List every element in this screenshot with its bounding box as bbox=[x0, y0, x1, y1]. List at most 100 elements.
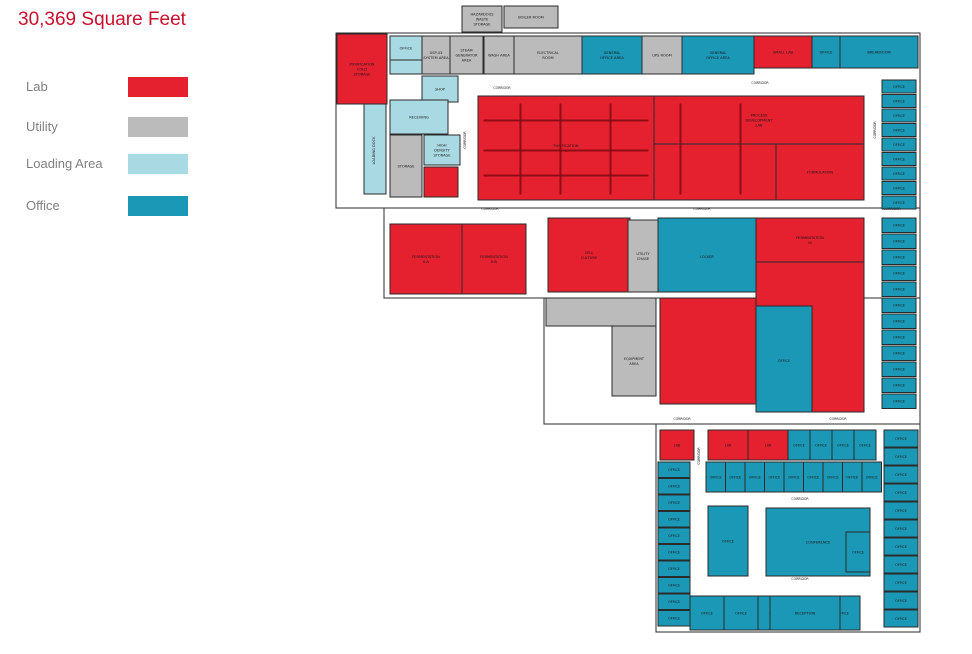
corridor-label-m1: CORRIDOR bbox=[481, 207, 499, 211]
lab-cell-label-s3: LAB bbox=[765, 443, 772, 447]
office-cell-label-sw0: OFFICE bbox=[668, 468, 680, 472]
office-cell-m11 bbox=[881, 393, 917, 409]
room-r26 bbox=[547, 217, 631, 293]
office-cell-label-sw1: OFFICE bbox=[668, 485, 680, 489]
office-cell-sw2 bbox=[657, 494, 691, 511]
office-cell-m6 bbox=[881, 313, 917, 329]
office-suite-mid bbox=[755, 305, 813, 413]
legend-item-office: Office bbox=[26, 196, 196, 216]
office-cell-sw7 bbox=[657, 577, 691, 594]
office-cell-se5 bbox=[883, 519, 919, 538]
room-label-r13: OFFICE bbox=[820, 51, 834, 55]
office-cell-label-sw2: OFFICE bbox=[668, 501, 680, 505]
lab-cell-s1 bbox=[659, 429, 695, 461]
office-cell-label-n8: OFFICE bbox=[893, 201, 905, 205]
room-r13 bbox=[811, 35, 841, 69]
corridor-label-s1: CORRIDOR bbox=[673, 417, 691, 421]
office-suite-mid-label: OFFICE bbox=[778, 359, 790, 363]
legend-item-utility: Utility bbox=[26, 117, 196, 137]
office-cell-n1 bbox=[881, 94, 917, 108]
office-cell-label-st2: OFFICE bbox=[837, 443, 849, 447]
lab-bench-line-3 bbox=[679, 103, 682, 195]
room-label-r12: SMALL LAB bbox=[773, 51, 794, 55]
office-cell-label-m6: OFFICE bbox=[893, 320, 905, 324]
legend-item-lab: Lab bbox=[26, 77, 196, 97]
office-cell-m1 bbox=[881, 233, 917, 249]
office-cell-label-m2: OFFICE bbox=[893, 256, 905, 260]
office-cell-sw3 bbox=[657, 511, 691, 528]
office-cell-m7 bbox=[881, 329, 917, 345]
room-r19 bbox=[775, 143, 865, 201]
room-label-r16: RECEIVING bbox=[409, 116, 429, 120]
room-r12 bbox=[753, 35, 813, 69]
office-cell-label-sr0: OFFICE bbox=[710, 475, 722, 479]
room-label-r19: FORMULATION bbox=[807, 171, 833, 175]
office-cell-sw5 bbox=[657, 544, 691, 561]
legend-swatch-office bbox=[128, 196, 188, 216]
office-cell-n4 bbox=[881, 137, 917, 152]
office-cell-label-m3: OFFICE bbox=[893, 272, 905, 276]
room-r1 bbox=[336, 33, 388, 105]
room-label-r6: BOILER ROOM bbox=[518, 16, 543, 20]
office-cell-m8 bbox=[881, 345, 917, 361]
office-cell-label-se8: OFFICE bbox=[895, 581, 907, 585]
office-cell-label-se4: OFFICE bbox=[895, 509, 907, 513]
office-cell-sw4 bbox=[657, 527, 691, 544]
legend-label-lab: Lab bbox=[26, 79, 48, 94]
office-cell-label-n1: OFFICE bbox=[893, 99, 905, 103]
office-cell-label-st1: OFFICE bbox=[815, 443, 827, 447]
office-cell-n6 bbox=[881, 166, 917, 181]
office-cell-label-sr3: OFFICE bbox=[768, 475, 780, 479]
office-cell-label-n3: OFFICE bbox=[893, 128, 905, 132]
corridor-label-s4: CORRIDOR bbox=[791, 577, 809, 581]
office-cell-se3 bbox=[883, 483, 919, 502]
office-cell-label-se9: OFFICE bbox=[895, 599, 907, 603]
office-cell-label-st3: OFFICE bbox=[859, 443, 871, 447]
office-cell-se0 bbox=[883, 429, 919, 448]
room-label-r7: WASH AREA bbox=[488, 54, 510, 58]
office-cell-sw0 bbox=[657, 461, 691, 478]
page-title: 30,369 Square Feet bbox=[18, 9, 186, 30]
corridor-label-v1: CORRIDOR bbox=[463, 131, 467, 149]
office-cell-label-sc1: OFFICE bbox=[722, 539, 734, 543]
office-cell-label-sr7: OFFICE bbox=[846, 475, 858, 479]
room-r8 bbox=[513, 35, 583, 75]
office-cell-se2 bbox=[883, 465, 919, 484]
corridor-label-m2: CORRIDOR bbox=[693, 207, 711, 211]
office-cell-label-sw5: OFFICE bbox=[668, 551, 680, 555]
office-cell-label-se2: OFFICE bbox=[895, 473, 907, 477]
room-r32 bbox=[363, 103, 387, 195]
lab-bench-row-0 bbox=[483, 119, 649, 122]
room-r23 bbox=[461, 223, 527, 295]
office-cell-n3 bbox=[881, 123, 917, 137]
office-cell-label-se6: OFFICE bbox=[895, 545, 907, 549]
office-cell-m10 bbox=[881, 377, 917, 393]
lab-block-c bbox=[659, 297, 757, 405]
office-cell-m9 bbox=[881, 361, 917, 377]
legend-label-utility: Utility bbox=[26, 119, 58, 134]
room-r16 bbox=[389, 99, 449, 135]
office-cell-se7 bbox=[883, 555, 919, 574]
office-cell-se10 bbox=[883, 609, 919, 628]
room-r22 bbox=[389, 223, 463, 295]
room-r24 bbox=[627, 219, 659, 293]
office-cell-n7 bbox=[881, 181, 917, 195]
lab-bench-row-1 bbox=[483, 149, 649, 152]
lab-bench-line-1 bbox=[559, 103, 562, 195]
office-cell-n0 bbox=[881, 79, 917, 94]
legend-label-loading: Loading Area bbox=[26, 156, 103, 171]
office-cell-label-sr4: OFFICE bbox=[788, 475, 800, 479]
corridor-label-v2: CORRIDOR bbox=[873, 121, 877, 139]
room-label-r14: BREAKROOM bbox=[867, 51, 890, 55]
office-cell-label-sr6: OFFICE bbox=[827, 475, 839, 479]
room-label-r15: SHOP bbox=[435, 88, 446, 92]
office-cell-se6 bbox=[883, 537, 919, 556]
office-cell-label-sw7: OFFICE bbox=[668, 584, 680, 588]
